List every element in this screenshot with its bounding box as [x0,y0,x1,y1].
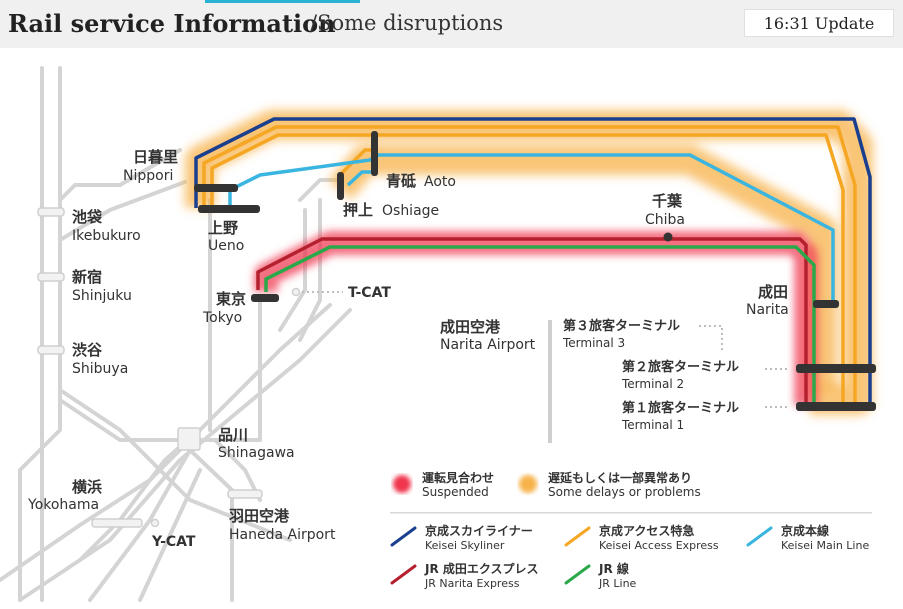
ueno-label-en: Ueno [208,238,244,254]
yokohama-label-en: Yokohama [27,497,99,513]
narita-label-en: Narita [746,302,789,318]
ikebukuro-label-jp: 池袋 [72,208,103,226]
main-line-label-en: Keisei Main Line [781,539,869,552]
background-rail-network [0,66,352,602]
skyliner-label-en: Keisei Skyliner [425,539,505,552]
chiba-label-en: Chiba [645,212,685,228]
delay-swatch [519,475,537,493]
tokyo-label-en: Tokyo [202,310,242,326]
dotted-connectors [302,291,790,408]
ikebukuro-label-en: Ikebukuro [72,228,141,244]
narita-label-jp: 成田 [758,283,788,301]
jr-line-label-en: JR Line [598,577,637,590]
aoto-label-en: Aoto [424,174,456,190]
tokyo-label-jp: 東京 [216,290,246,308]
yokohama-label-jp: 横浜 [72,478,102,496]
delay-label-en: Some delays or problems [548,485,701,499]
nippori-label-jp: 日暮里 [133,148,178,166]
terminal2-label-jp: 第２旅客ターミナル [622,359,739,375]
shinagawa-label-jp: 品川 [218,426,248,444]
chiba-station-dot [663,232,673,242]
main-line-swatch [746,526,773,547]
terminal1-label-jp: 第１旅客ターミナル [622,400,739,416]
status-legend: 運転見合わせ Suspended 遅延もしくは一部異常あり Some delay… [393,470,701,499]
main-line-label-jp: 京成本線 [781,523,829,538]
shinjuku-label-en: Shinjuku [72,288,132,304]
skyliner-swatch [390,526,417,547]
suspended-label-jp: 運転見合わせ [422,470,494,485]
jr-line [264,245,816,406]
oshiage-label-en: Oshiage [382,203,439,219]
line-legend [390,526,773,585]
jr-narita-express-line [256,237,808,406]
haneda-label-en: Haneda Airport [229,527,336,543]
header-accent-line [205,0,360,3]
delay-label-jp: 遅延もしくは一部異常あり [548,470,692,485]
nippori-label-en: Nippori [123,168,173,184]
suspended-label-en: Suspended [422,485,489,499]
gray-station-markers [37,207,301,528]
ueno-label-jp: 上野 [208,219,238,237]
oshiage-label-jp: 押上 [343,201,373,219]
terminal3-label-en: Terminal 3 [562,336,625,350]
service-status: /Some disruptions [310,11,504,35]
legend-divider [390,512,872,514]
terminal3-label-jp: 第３旅客ターミナル [563,318,680,334]
jr-line-label-jp: JR 線 [598,561,629,576]
update-time-badge: 16:31 Update [744,9,894,37]
shinagawa-label-en: Shinagawa [218,445,295,461]
chiba-label-jp: 千葉 [652,192,683,210]
suspended-glow [254,231,818,406]
haneda-label-jp: 羽田空港 [229,507,290,525]
terminal1-label-en: Terminal 1 [621,418,684,432]
keisei-skyliner-line [194,117,872,406]
narita-airport-label-en: Narita Airport [440,337,536,353]
narita-airport-label-jp: 成田空港 [440,318,501,336]
access-express-label-en: Keisei Access Express [599,539,719,552]
ycat-label: Y-CAT [151,534,196,550]
shibuya-label-jp: 渋谷 [72,341,103,359]
narita-express-label-en: JR Narita Express [424,577,520,590]
shibuya-label-en: Shibuya [72,361,128,377]
delay-glow [185,110,873,415]
access-express-label-jp: 京成アクセス特急 [599,523,694,538]
page-title: Rail service Information [8,9,336,38]
narita-express-swatch [390,564,417,585]
route-map: 日暮里 Nippori 上野 Ueno 青砥 Aoto 押上 Oshiage 千… [0,66,876,602]
narita-airport-divider [548,320,552,443]
skyliner-label-jp: 京成スカイライナー [425,523,533,538]
jr-line-swatch [564,564,591,585]
narita-express-label-jp: JR 成田エクスプレス [424,561,539,576]
terminal2-label-en: Terminal 2 [621,377,684,391]
station-bars [194,131,876,411]
aoto-label-jp: 青砥 [386,172,416,190]
suspended-swatch [393,475,411,493]
tcat-label: T-CAT [348,285,391,301]
shinjuku-label-jp: 新宿 [72,268,102,286]
access-express-swatch [564,526,591,547]
